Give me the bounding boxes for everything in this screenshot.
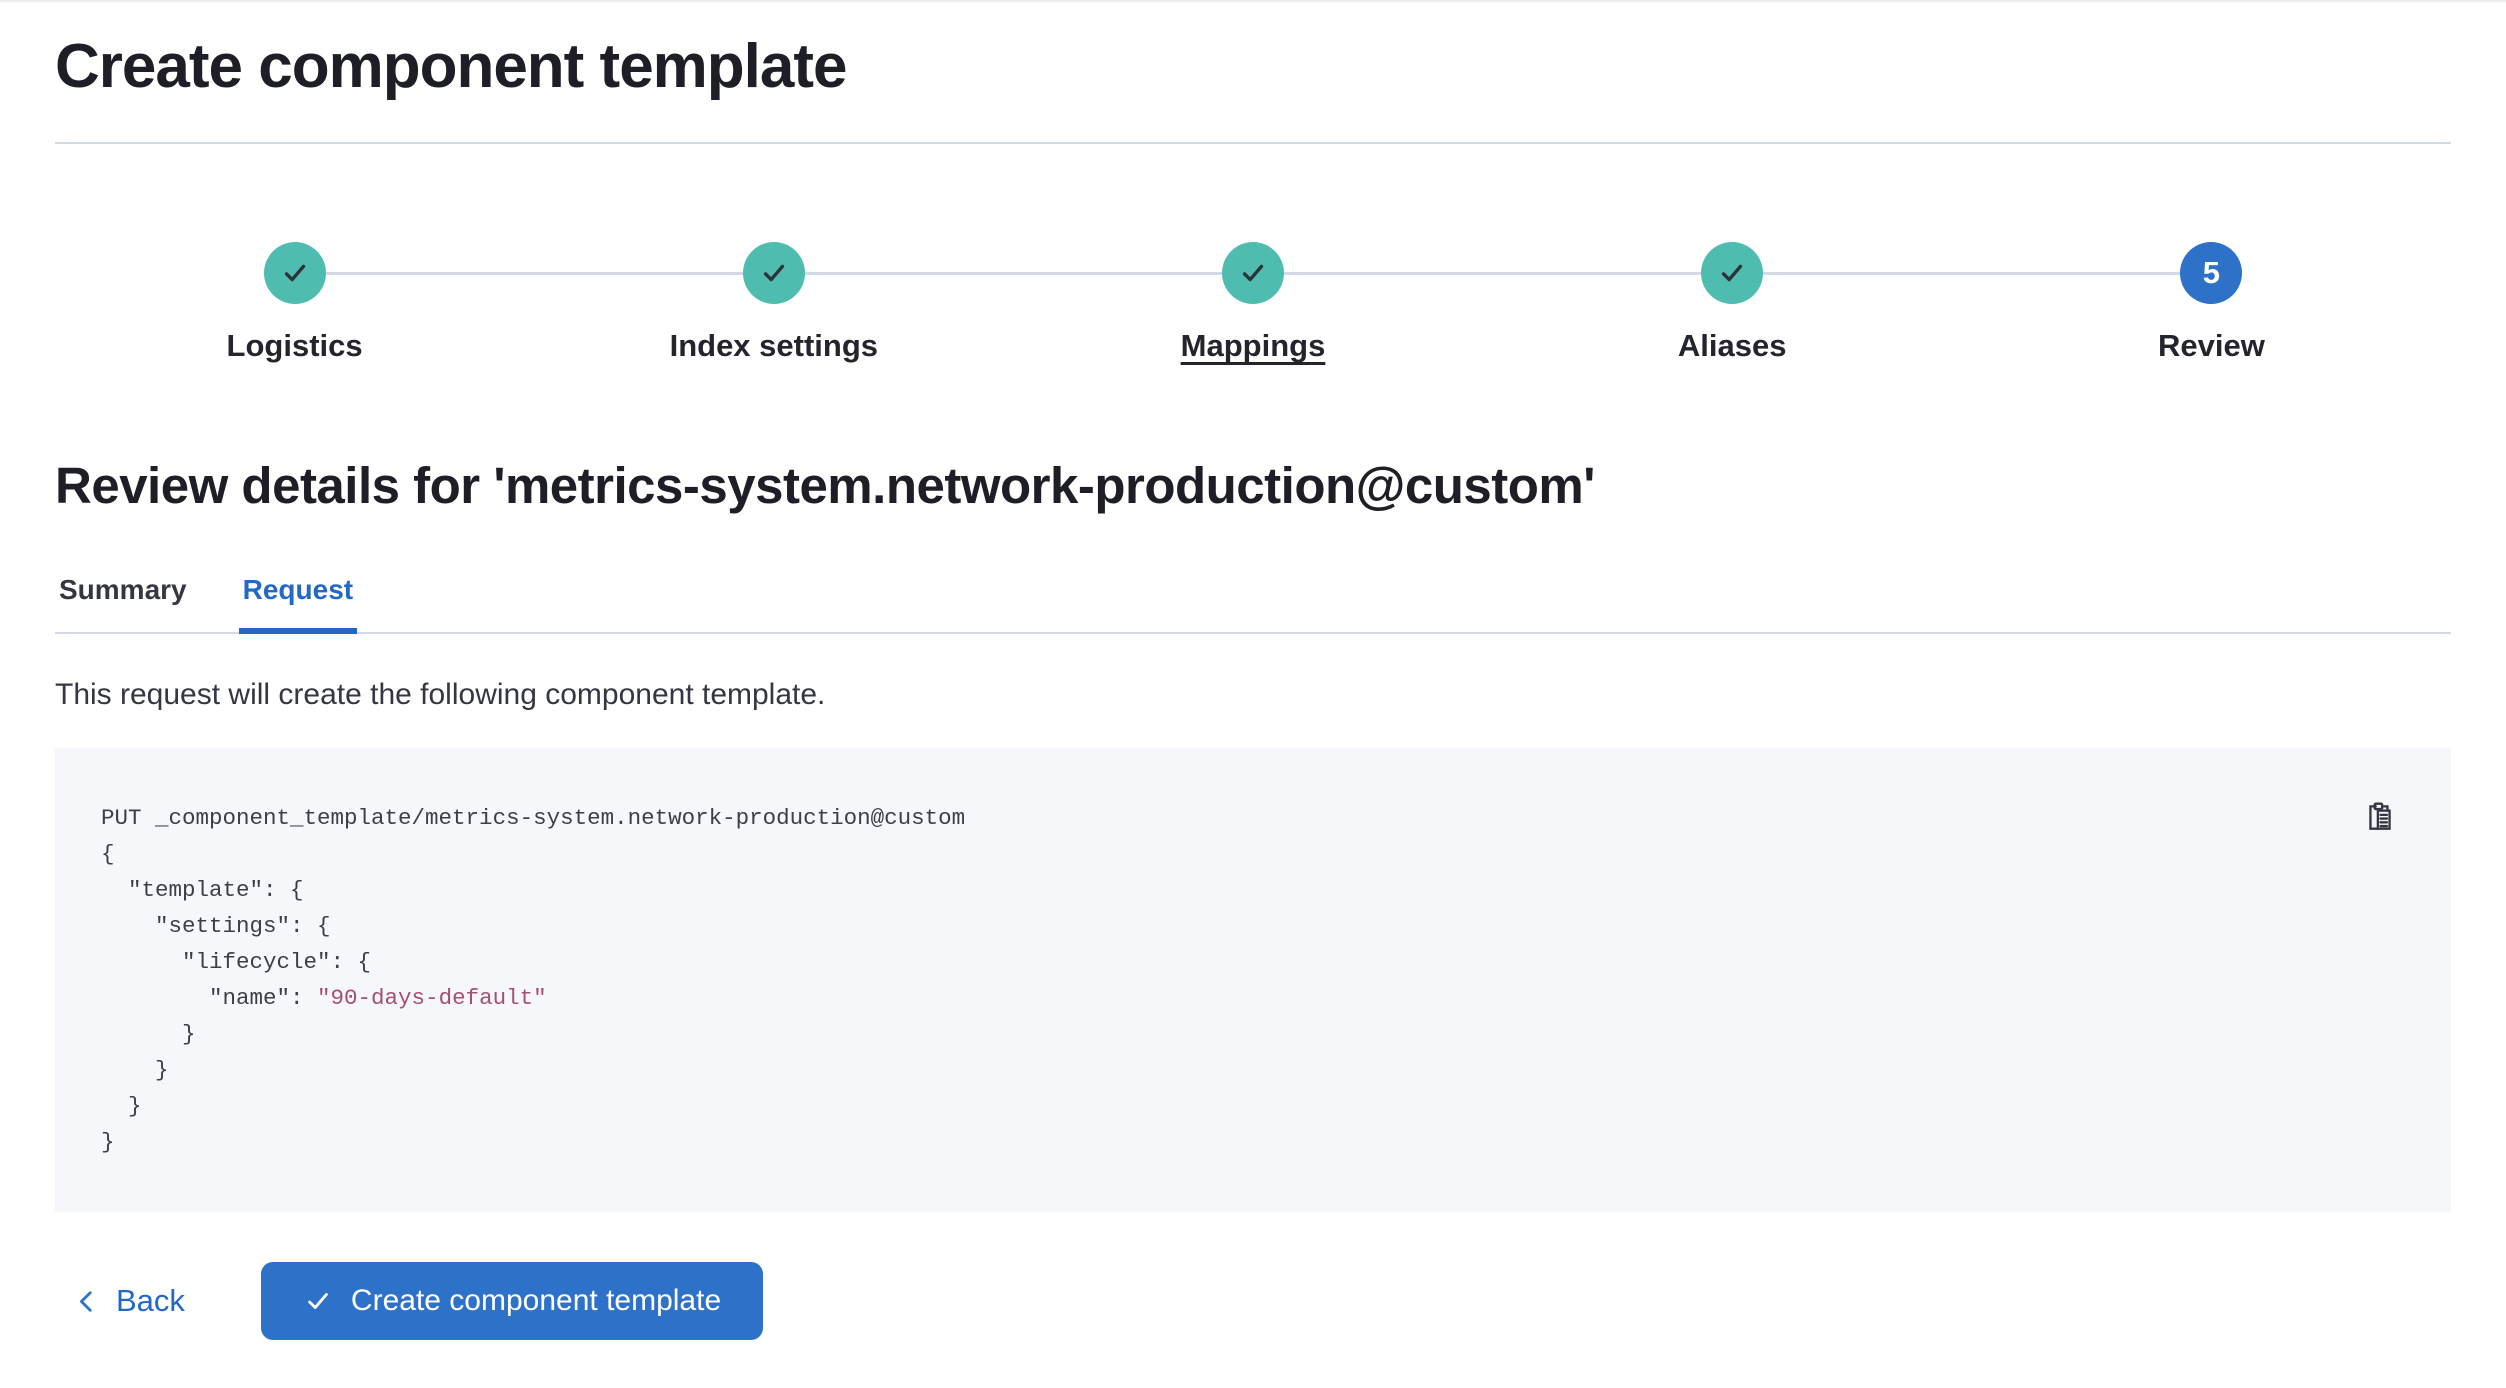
step-label: Index settings: [669, 328, 879, 364]
chevron-left-icon: [73, 1288, 100, 1315]
check-icon: [1238, 258, 1268, 288]
step-logistics[interactable]: Logistics: [55, 242, 534, 364]
check-icon: [303, 1286, 333, 1316]
code-text: } } } }: [101, 1021, 196, 1156]
step-complete-circle: [263, 242, 326, 305]
step-current-circle: 5: [2180, 242, 2243, 305]
step-complete-circle: [742, 242, 805, 305]
step-aliases[interactable]: Aliases: [1493, 242, 1972, 364]
step-label: Review: [2157, 328, 2265, 364]
step-label: Mappings: [1180, 328, 1326, 364]
title-divider: [55, 142, 2451, 145]
create-component-template-button[interactable]: Create component template: [260, 1262, 764, 1341]
step-complete-circle: [1701, 242, 1764, 305]
step-label: Logistics: [226, 328, 363, 364]
create-label: Create component template: [350, 1284, 722, 1318]
tab-summary[interactable]: Summary: [55, 574, 191, 632]
request-code: PUT _component_template/metrics-system.n…: [101, 800, 2405, 1160]
step-progress: Logistics Index settings Mappings: [55, 242, 2451, 364]
request-code-block: PUT _component_template/metrics-system.n…: [55, 748, 2451, 1213]
review-tabs: Summary Request: [55, 574, 2451, 635]
check-icon: [1717, 258, 1747, 288]
step-review: 5 Review: [1972, 242, 2451, 364]
step-index-settings[interactable]: Index settings: [534, 242, 1013, 364]
check-icon: [280, 258, 310, 288]
copy-to-clipboard-button[interactable]: [2363, 800, 2397, 834]
request-description: This request will create the following c…: [55, 678, 826, 712]
footer-actions: Back Create component template: [55, 1262, 2451, 1341]
review-heading: Review details for 'metrics-system.netwo…: [55, 457, 1595, 515]
clipboard-copy-icon: [2363, 800, 2397, 834]
tab-request[interactable]: Request: [238, 574, 358, 635]
back-button[interactable]: Back: [55, 1283, 197, 1319]
page-title: Create component template: [55, 32, 848, 101]
check-icon: [759, 258, 789, 288]
code-string-value: "90-days-default": [317, 985, 547, 1012]
code-text: PUT _component_template/metrics-system.n…: [101, 805, 966, 1012]
back-label: Back: [116, 1283, 185, 1319]
step-label: Aliases: [1677, 328, 1787, 364]
step-number: 5: [2202, 255, 2221, 291]
step-mappings[interactable]: Mappings: [1013, 242, 1492, 364]
step-complete-circle: [1222, 242, 1284, 305]
